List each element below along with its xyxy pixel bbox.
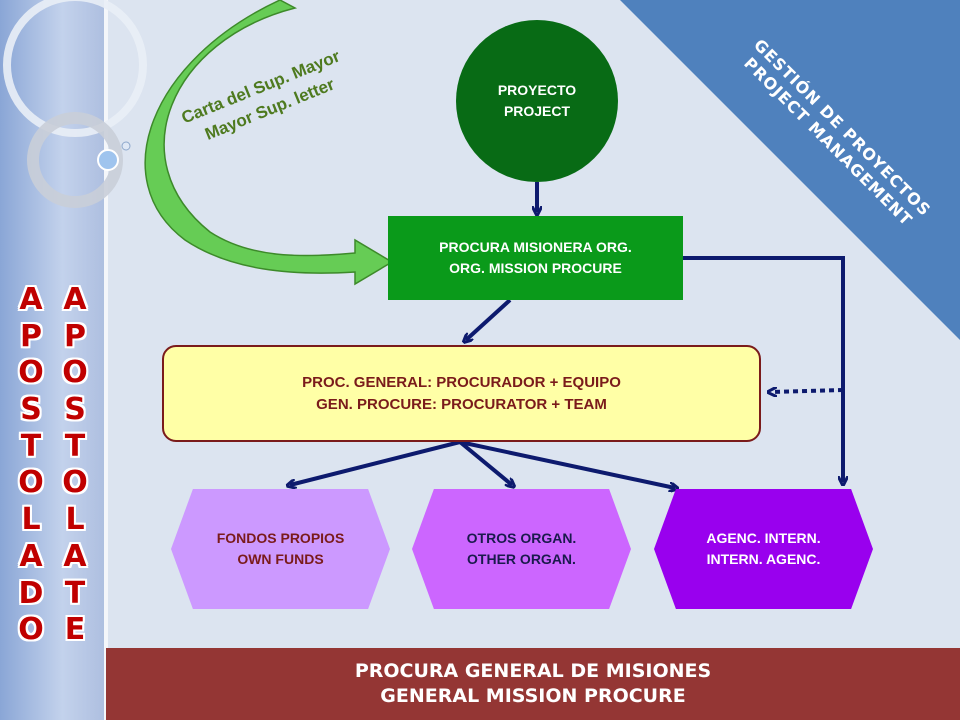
sidebar-divider [104, 0, 108, 720]
side-letter: T [64, 575, 86, 611]
footer-line1: PROCURA GENERAL DE MISIONES [354, 660, 712, 682]
node-fondos-propios: FONDOS PROPIOS OWN FUNDS [171, 489, 390, 609]
side-letter: O [62, 465, 88, 501]
side-letter: A [19, 282, 43, 317]
node-agenc-line1: AGENC. INTERN. [706, 530, 821, 546]
arrow-procura-to-agenc [683, 256, 843, 482]
node-proyecto-line1: PROYECTO [497, 82, 577, 98]
node-proc-general: PROC. GENERAL: PROCURADOR + EQUIPO GEN. … [162, 345, 761, 442]
side-letter: D [18, 575, 44, 611]
decor-ring-large [3, 0, 147, 137]
decor-bubble [97, 149, 119, 171]
node-proyecto-line2: PROJECT [503, 103, 571, 119]
side-letter: A [19, 538, 43, 574]
arrow-procura-to-general [466, 298, 512, 340]
node-agenc-line2: INTERN. AGENC. [706, 551, 821, 567]
side-letter: O [18, 465, 44, 501]
side-letter: L [65, 502, 85, 538]
node-otros-line1: OTROS ORGAN. [466, 530, 577, 546]
node-procura-line2: ORG. MISSION PROCURE [449, 260, 622, 276]
letter-arrow-shape [144, 0, 394, 286]
footer-banner: PROCURA GENERAL DE MISIONES GENERAL MISS… [106, 648, 960, 720]
dotted-arrow-to-general [771, 390, 844, 392]
node-agenc-intern: AGENC. INTERN. INTERN. AGENC. [654, 489, 873, 609]
side-letter: O [62, 355, 88, 391]
side-letter: E [64, 612, 86, 648]
node-procura-misionera: PROCURA MISIONERA ORG. ORG. MISSION PROC… [388, 216, 683, 300]
node-otros-line2: OTHER ORGAN. [467, 551, 576, 567]
node-otros-organ: OTROS ORGAN. OTHER ORGAN. [412, 489, 631, 609]
side-letter: L [21, 502, 41, 538]
node-general-line2: GEN. PROCURE: PROCURATOR + TEAM [316, 395, 607, 413]
decor-bubble-small [121, 141, 131, 151]
corner-banner-shape [620, 0, 960, 340]
node-procura-line1: PROCURA MISIONERA ORG. [439, 239, 632, 255]
side-word-apostolate: A P O S T O L A T E [60, 282, 90, 649]
side-letter: P [64, 318, 86, 354]
side-word-apostolado: A P O S T O L A D O [16, 282, 46, 649]
arrow-general-to-agenc [459, 440, 675, 488]
side-letter: T [20, 428, 42, 464]
arrow-general-to-otros [458, 440, 512, 485]
node-fondos-line1: FONDOS PROPIOS [216, 530, 345, 546]
node-general-line1: PROC. GENERAL: PROCURADOR + EQUIPO [302, 373, 621, 391]
node-fondos-line2: OWN FUNDS [237, 551, 324, 567]
node-proyecto: PROYECTO PROJECT [456, 20, 618, 182]
side-letter: S [64, 392, 86, 428]
side-letter: O [18, 612, 44, 648]
side-letter: A [63, 538, 87, 574]
arrow-general-to-fondos [290, 440, 461, 485]
side-letter: P [20, 318, 42, 354]
side-letter: A [63, 282, 87, 317]
side-letter: S [20, 392, 42, 428]
footer-line2: GENERAL MISSION PROCURE [380, 685, 686, 707]
side-letter: T [64, 428, 86, 464]
side-letter: O [18, 355, 44, 391]
